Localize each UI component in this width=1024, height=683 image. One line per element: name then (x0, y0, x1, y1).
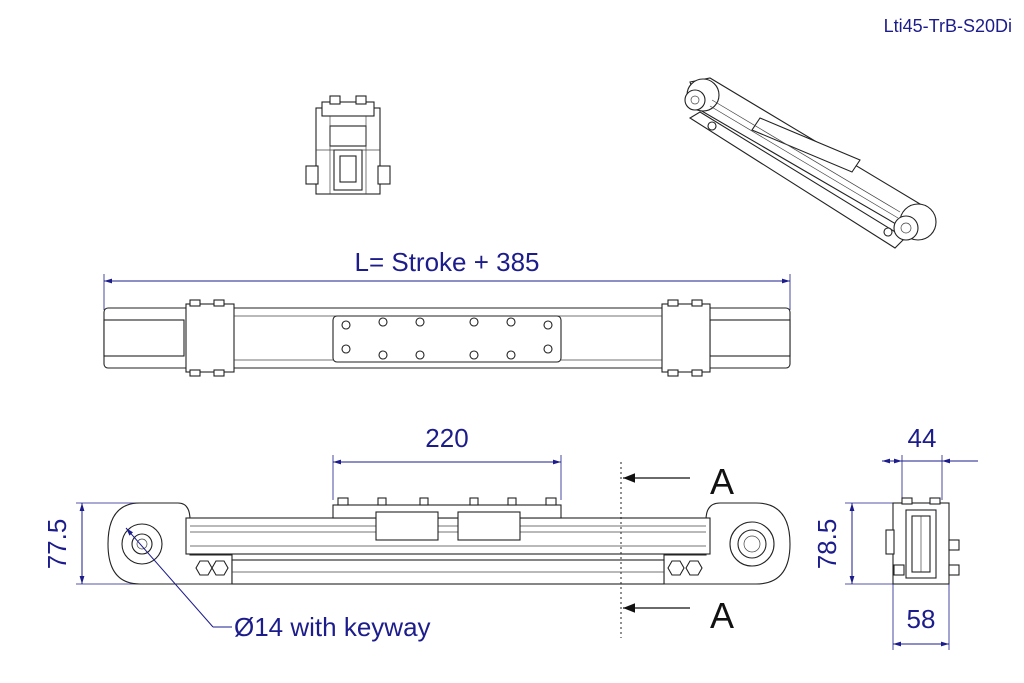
carriage-bolt-holes (341, 317, 553, 360)
top-view: L= Stroke + 385 (103, 247, 791, 377)
side-view: 44 78.5 58 (812, 423, 978, 650)
section-label-bottom: A (710, 595, 734, 636)
side-width-bottom-label: 58 (907, 604, 936, 634)
end-view (305, 95, 391, 195)
left-height-label: 77.5 (42, 519, 72, 570)
overall-length-label: L= Stroke + 385 (354, 247, 539, 277)
shaft-diameter-note: Ø14 with keyway (234, 612, 431, 642)
front-view: 220 77.5 (42, 423, 791, 642)
side-width-top-label: 44 (908, 423, 937, 453)
carriage-width-label: 220 (425, 423, 468, 453)
section-label-top: A (710, 461, 734, 502)
right-height-label: 78.5 (812, 519, 842, 570)
part-code: Lti45-TrB-S20Di (884, 16, 1012, 36)
isometric-view (684, 77, 937, 249)
